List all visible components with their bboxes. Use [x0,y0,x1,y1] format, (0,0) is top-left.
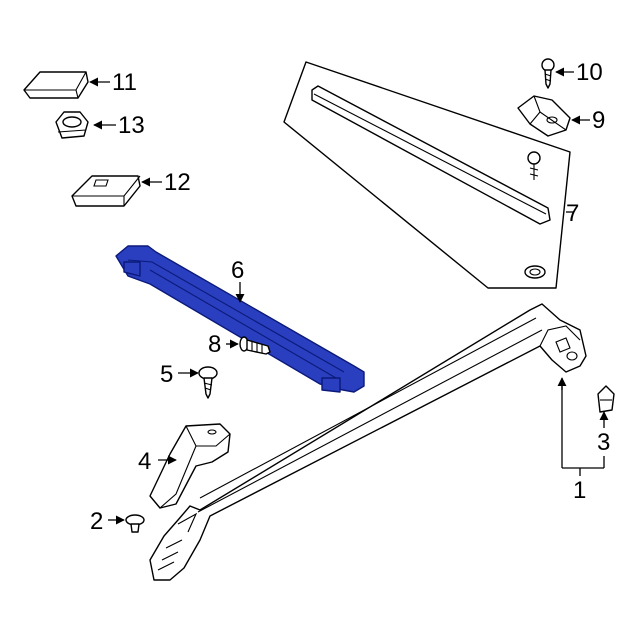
callout-6: 6 [231,257,244,284]
callout-12: 12 [164,169,191,196]
callout-9: 9 [592,107,605,134]
part-4-end-cover[interactable] [149,423,231,509]
part-7-rail-cover-panel[interactable] [283,61,571,289]
callout-11: 11 [112,69,137,96]
part-9-bracket[interactable] [517,95,571,137]
callout-4: 4 [138,448,151,475]
part-10-screw[interactable] [541,58,555,89]
part-6-cross-bar[interactable] [115,245,365,393]
callout-13: 13 [118,112,145,139]
callout-2: 2 [90,508,103,535]
leader-1 [557,377,605,476]
callout-3: 3 [597,429,610,456]
callout-5: 5 [160,361,173,388]
callout-7: 7 [566,200,579,227]
part-11-pad[interactable] [23,71,89,99]
part-5-screw[interactable] [198,366,218,399]
callout-8: 8 [208,331,221,358]
part-12-pad[interactable] [71,175,141,207]
part-3-clip[interactable] [597,385,615,413]
part-13-nut[interactable] [55,111,89,139]
callout-1: 1 [573,477,586,504]
part-2-clip[interactable] [125,514,145,533]
callout-10: 10 [576,59,603,86]
part-1-roof-rail[interactable] [149,303,587,581]
part-8-bolt[interactable] [239,336,271,355]
